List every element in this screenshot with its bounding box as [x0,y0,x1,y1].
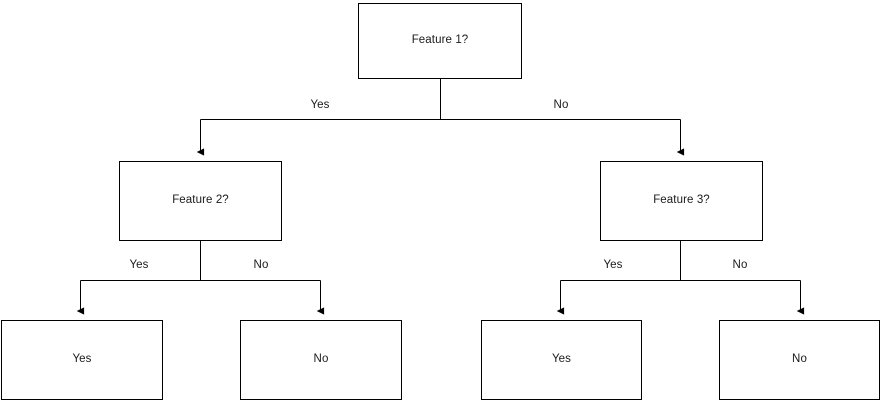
node-leaf-right-yes[interactable]: Yes [481,320,642,400]
edge-label-root-yes: Yes [307,99,333,111]
node-root-feature-1[interactable]: Feature 1? [358,3,522,79]
edge-label-feature2-no: No [250,259,272,271]
node-feature-3[interactable]: Feature 3? [600,161,763,241]
node-leaf-left-yes[interactable]: Yes [1,320,163,400]
edge-label-root-no: No [550,99,572,111]
node-leaf-right-no[interactable]: No [719,320,880,400]
node-feature-2[interactable]: Feature 2? [119,161,282,241]
edge-label-feature3-yes: Yes [600,259,626,271]
node-leaf-left-no[interactable]: No [240,320,402,400]
edge-label-feature2-yes: Yes [126,259,152,271]
edge-label-feature3-no: No [729,259,751,271]
